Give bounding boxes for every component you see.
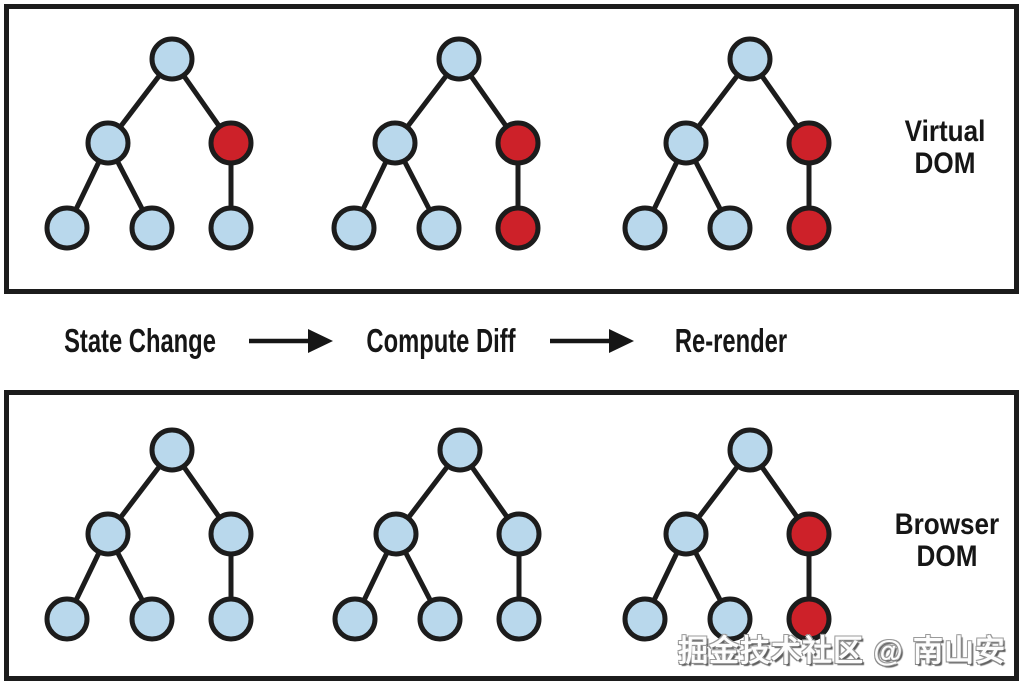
tree-node-root-blue <box>727 36 773 82</box>
virtual-dom-panel: Virtual DOM <box>4 4 1019 294</box>
tree-node-leaf3-blue <box>208 205 254 251</box>
tree-node-leaf1-blue <box>332 596 378 642</box>
tree-node-left-blue <box>663 120 709 166</box>
browser-dom-panel: Browser DOM 掘金技术社区 @ 南山安 <box>4 390 1019 681</box>
virtual-dom-tree-2 <box>331 36 541 251</box>
tree-node-leaf3-red <box>495 205 541 251</box>
tree-node-leaf2-blue <box>129 596 175 642</box>
tree-node-left-blue <box>85 511 131 557</box>
tree-node-left-blue <box>663 511 709 557</box>
tree-node-leaf1-blue <box>331 205 377 251</box>
tree-node-root-blue <box>149 427 195 473</box>
browser-dom-tree-3 <box>622 427 832 642</box>
tree-node-leaf3-blue <box>496 596 542 642</box>
tree-node-left-blue <box>372 120 418 166</box>
tree-node-leaf3-blue <box>208 596 254 642</box>
tree-node-right-red <box>495 120 541 166</box>
tree-node-right-blue <box>496 511 542 557</box>
tree-node-leaf2-blue <box>707 205 753 251</box>
tree-node-root-blue <box>149 36 195 82</box>
tree-node-leaf2-blue <box>707 596 753 642</box>
right-arrow-icon <box>550 329 634 353</box>
watermark-text: 掘金技术社区 @ 南山安 <box>678 635 1006 668</box>
tree-node-leaf3-red <box>786 596 832 642</box>
browser-dom-label-line2: DOM <box>916 540 978 573</box>
tree-node-leaf2-blue <box>416 205 462 251</box>
step-state-change: State Change <box>64 322 216 359</box>
right-arrow-icon <box>249 329 333 353</box>
tree-node-right-blue <box>208 511 254 557</box>
tree-node-leaf1-blue <box>622 205 668 251</box>
tree-node-leaf1-blue <box>622 596 668 642</box>
tree-node-right-red <box>786 120 832 166</box>
virtual-dom-tree-1 <box>44 36 254 251</box>
step-re-render: Re-render <box>674 322 788 359</box>
virtual-dom-tree-3 <box>622 36 832 251</box>
browser-dom-label-line1: Browser <box>894 508 1000 542</box>
tree-node-right-red <box>208 120 254 166</box>
tree-node-left-blue <box>373 511 419 557</box>
tree-node-root-blue <box>727 427 773 473</box>
tree-node-leaf1-blue <box>44 205 90 251</box>
tree-node-right-red <box>786 511 832 557</box>
tree-node-leaf1-blue <box>44 596 90 642</box>
browser-dom-label: Browser DOM <box>895 509 999 573</box>
tree-node-root-blue <box>436 36 482 82</box>
tree-node-leaf3-red <box>786 205 832 251</box>
step-compute-diff: Compute Diff <box>366 322 516 359</box>
virtual-dom-label: Virtual DOM <box>905 116 986 180</box>
tree-node-root-blue <box>437 427 483 473</box>
tree-node-leaf2-blue <box>417 596 463 642</box>
tree-node-leaf2-blue <box>129 205 175 251</box>
tree-node-left-blue <box>85 120 131 166</box>
virtual-dom-label-line2: DOM <box>914 147 976 180</box>
browser-dom-tree-1 <box>44 427 254 642</box>
browser-dom-tree-2 <box>332 427 542 642</box>
virtual-dom-label-line1: Virtual <box>904 115 986 149</box>
